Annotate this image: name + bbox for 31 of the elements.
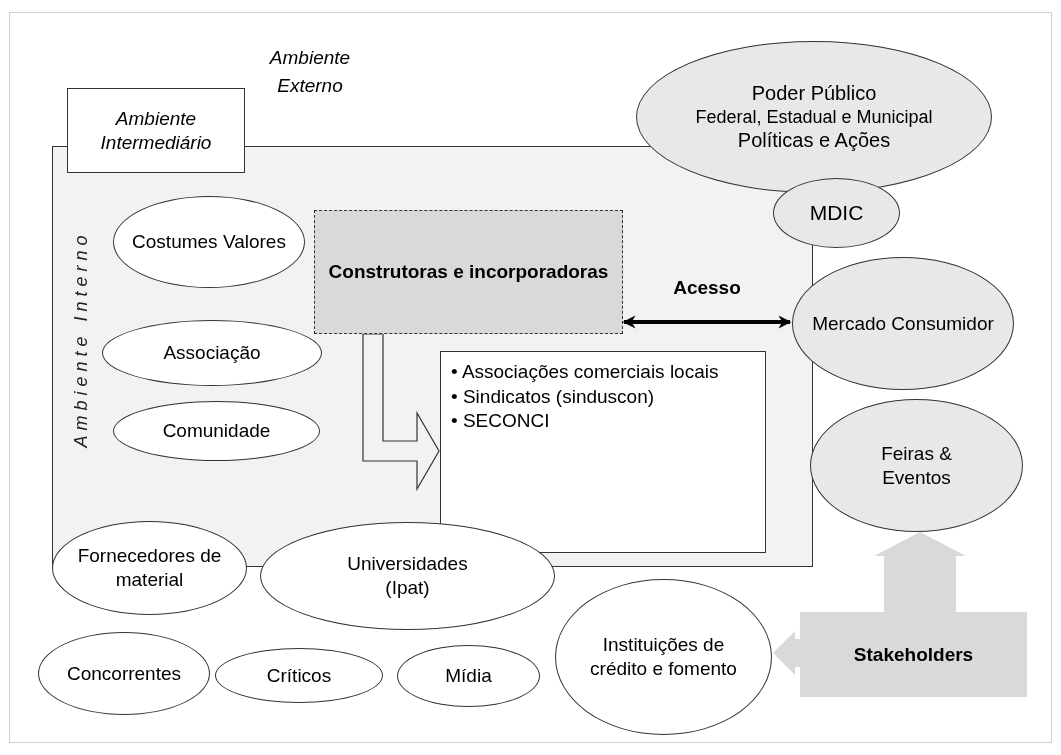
process-box [314, 210, 623, 334]
node-label: Fornecedores de material [76, 544, 223, 592]
node-label: Mídia [445, 664, 492, 688]
node-label: Costumes Valores [132, 230, 286, 254]
node-label: Ambiente Intermediário [99, 106, 213, 155]
node-label: Stakeholders [853, 642, 974, 667]
list-box [440, 351, 766, 553]
node-label: • Sindicatos (sinduscon) [451, 384, 655, 409]
node-label: Comunidade [162, 419, 271, 443]
node-label: Feiras & Eventos [880, 441, 953, 490]
environment-label: Ambiente Externo [268, 46, 352, 98]
node-label: Mercado Consumidor [812, 311, 994, 336]
node-label: • Associações comerciais locais [451, 360, 719, 384]
node-label: Concorrentes [66, 661, 182, 686]
node-label: • SECONCI [451, 409, 550, 434]
block-arrow [773, 631, 800, 675]
node-label: Associação [163, 341, 261, 365]
block-arrow [874, 532, 966, 612]
label-box [67, 88, 245, 173]
node-label: Universidades (Ipat) [346, 552, 469, 600]
process-box [800, 612, 1027, 697]
node-label: Críticos [266, 663, 332, 688]
panel-title: Ambiente Interno [69, 230, 92, 448]
node-label: Instituições de crédito e fomento [589, 633, 738, 681]
block-arrow [362, 333, 440, 492]
node-label: MDIC [809, 199, 864, 226]
node-label: Poder Público [751, 80, 877, 106]
node-label: Federal, Estadual e Municipal [695, 105, 933, 129]
double-arrow [622, 315, 792, 329]
node-label: Construtoras e incorporadoras [328, 260, 609, 284]
node-label: Políticas e Ações [737, 128, 891, 154]
